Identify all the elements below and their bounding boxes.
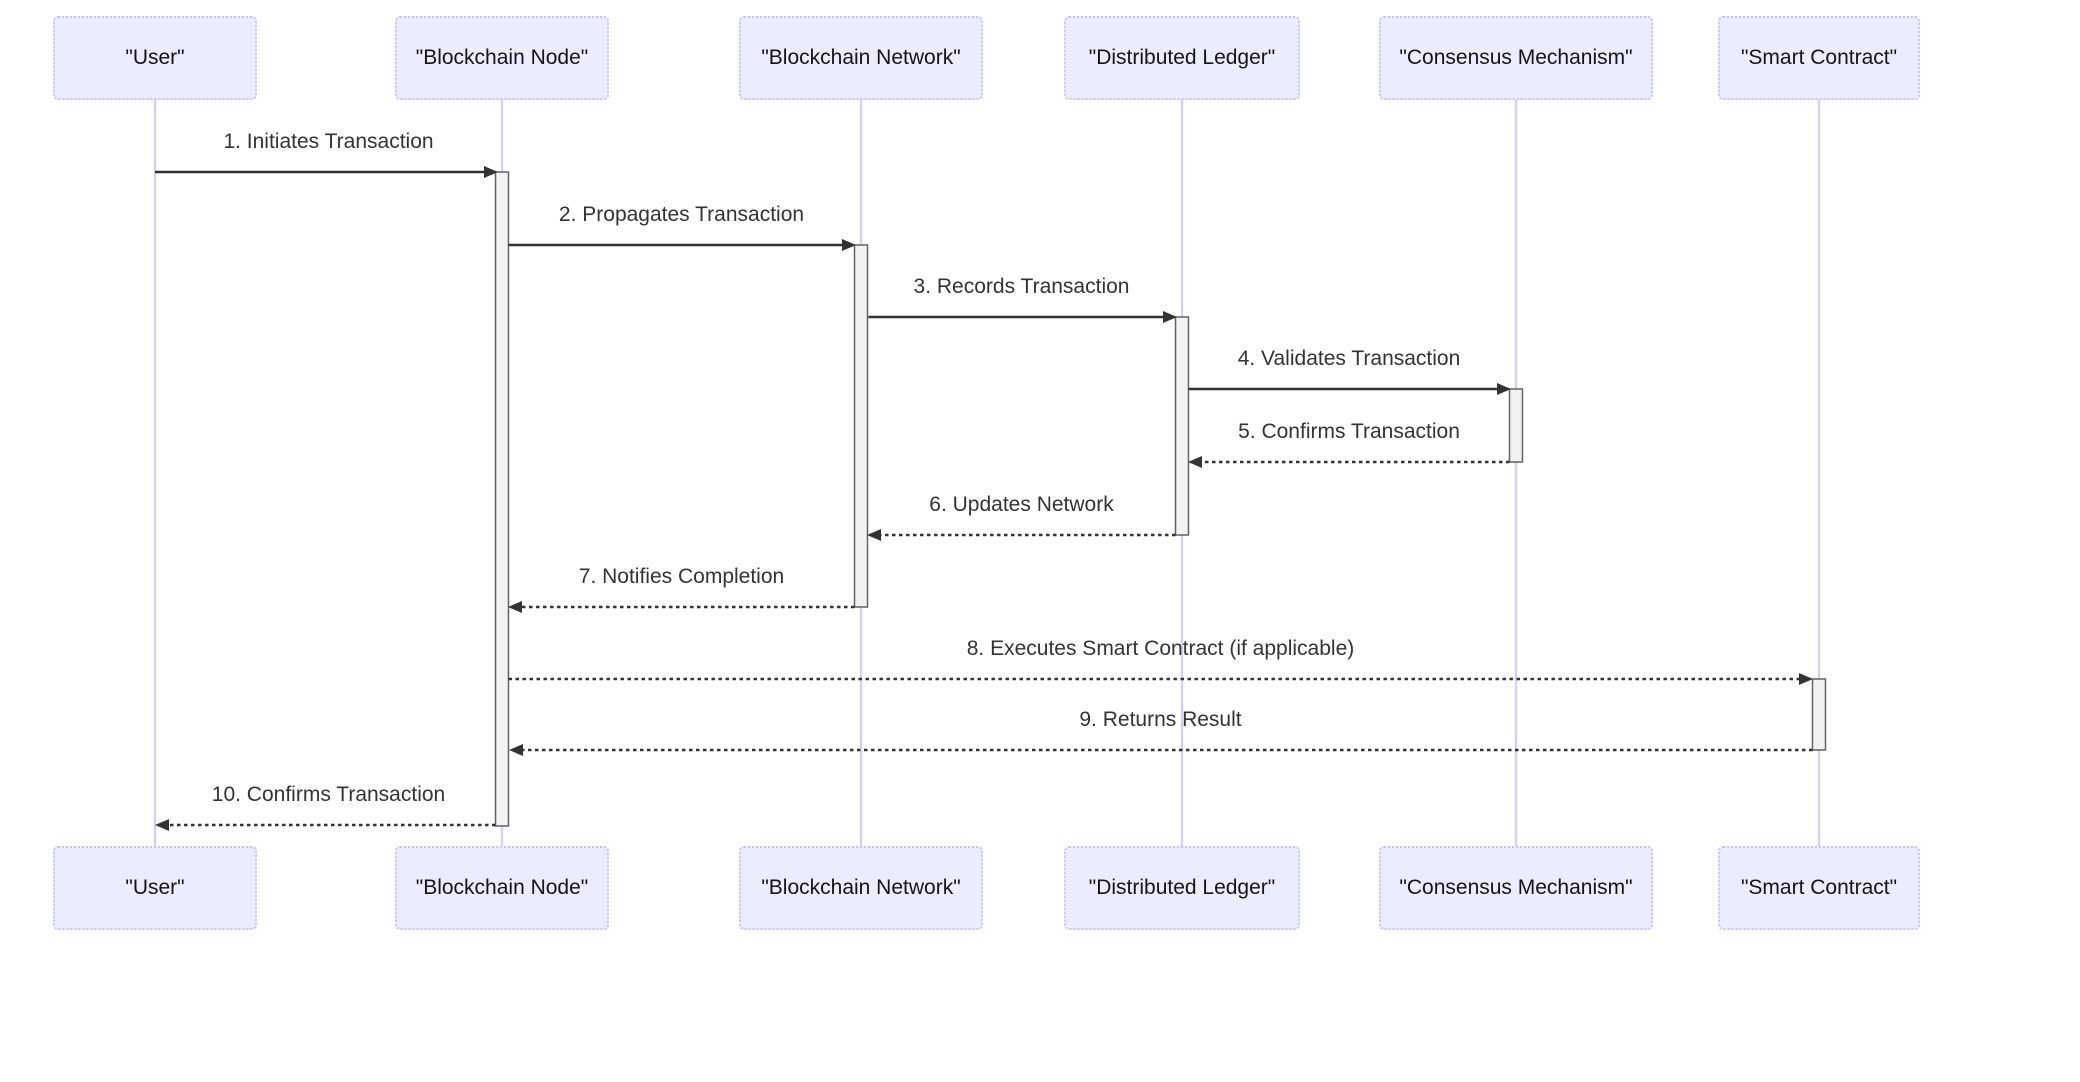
message-label-6: 6. Updates Network [929,493,1114,516]
participant-label: "Blockchain Network" [761,876,961,899]
arrowhead-left-icon [509,744,523,756]
activation-bar-distributed-ledger [1174,316,1190,536]
participant-box-distributed-ledger-bottom: "Distributed Ledger" [1064,846,1300,930]
message-label-5: 5. Confirms Transaction [1238,420,1460,443]
message-label-4: 4. Validates Transaction [1237,347,1461,370]
message-arrow-4 [1188,383,1511,395]
participant-box-blockchain-node-bottom: "Blockchain Node" [395,846,609,930]
activation-bar-blockchain-node [494,171,510,827]
activation-bar-blockchain-network [853,244,869,608]
participant-box-consensus-mechanism-bottom: "Consensus Mechanism" [1379,846,1653,930]
message-label-7: 7. Notifies Completion [578,565,785,588]
activation-bar-smart-contract [1811,678,1827,751]
participant-box-smart-contract-bottom: "Smart Contract" [1718,846,1920,930]
message-arrow-3 [868,311,1177,323]
participant-label: "Blockchain Node" [415,46,589,69]
participant-label: "Consensus Mechanism" [1399,876,1633,899]
participant-box-blockchain-network-top: "Blockchain Network" [739,16,983,100]
message-arrow-6 [867,529,1176,541]
message-arrow-2 [508,239,856,251]
arrowhead-left-icon [1188,456,1202,468]
participant-box-consensus-mechanism-top: "Consensus Mechanism" [1379,16,1653,100]
participant-label: "Distributed Ledger" [1088,46,1276,69]
participant-box-blockchain-node-top: "Blockchain Node" [395,16,609,100]
message-label-8: 8. Executes Smart Contract (if applicabl… [966,637,1355,660]
arrowhead-left-icon [867,529,881,541]
participant-label: "Blockchain Network" [761,46,961,69]
message-label-3: 3. Records Transaction [913,275,1130,298]
message-arrow-8 [508,673,1813,685]
arrowhead-right-icon [1497,383,1511,395]
participant-label: "Consensus Mechanism" [1399,46,1633,69]
message-label-9: 9. Returns Result [1079,708,1242,731]
participant-box-user-top: "User" [53,16,257,100]
message-label-10: 10. Confirms Transaction [211,783,446,806]
participant-label: "User" [125,46,185,69]
arrowhead-right-icon [842,239,856,251]
participant-box-distributed-ledger-top: "Distributed Ledger" [1064,16,1300,100]
message-arrow-1 [155,166,498,178]
arrowhead-left-icon [155,819,169,831]
participant-label: "Smart Contract" [1740,46,1898,69]
message-label-1: 1. Initiates Transaction [223,130,434,153]
participant-box-blockchain-network-bottom: "Blockchain Network" [739,846,983,930]
participant-label: "Blockchain Node" [415,876,589,899]
arrowhead-left-icon [508,601,522,613]
message-arrow-10 [155,819,496,831]
message-arrow-9 [509,744,1813,756]
arrowhead-right-icon [1799,673,1813,685]
participant-label: "User" [125,876,185,899]
message-arrow-7 [508,601,855,613]
participant-label: "Smart Contract" [1740,876,1898,899]
participant-box-smart-contract-top: "Smart Contract" [1718,16,1920,100]
arrowhead-right-icon [1163,311,1177,323]
message-arrow-5 [1188,456,1510,468]
activation-bar-consensus-mechanism [1508,388,1524,463]
message-label-2: 2. Propagates Transaction [558,203,805,226]
participant-box-user-bottom: "User" [53,846,257,930]
participant-label: "Distributed Ledger" [1088,876,1276,899]
arrowhead-right-icon [484,166,498,178]
